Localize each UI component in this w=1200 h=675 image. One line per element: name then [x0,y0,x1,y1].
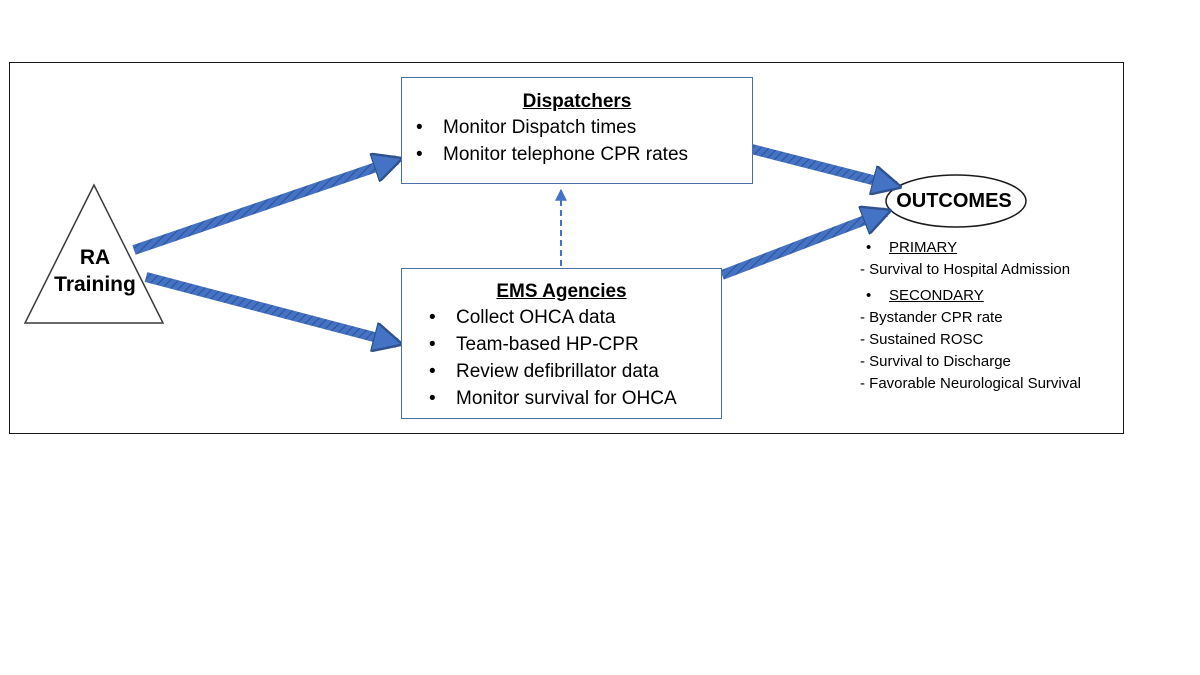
list-item: Review defibrillator data [429,358,721,385]
arrow-ra-to-dispatchers [132,160,397,255]
list-item: Collect OHCA data [429,304,721,331]
dispatchers-box: Dispatchers Monitor Dispatch times Monit… [401,77,753,184]
list-item: Team-based HP-CPR [429,331,721,358]
outcomes-ellipse [885,174,1027,228]
ra-training-line1: RA [79,246,111,269]
primary-heading: PRIMARY [860,237,1081,259]
arrow-dispatchers-to-outcomes [726,138,896,186]
outcomes-list: PRIMARY - Survival to Hospital Admission… [860,237,1081,395]
list-item: - Bystander CPR rate [860,309,1003,326]
ems-agencies-box: EMS Agencies Collect OHCA data Team-base… [401,268,722,419]
ems-agencies-title: EMS Agencies [496,281,627,302]
secondary-heading: SECONDARY [860,285,1081,307]
dispatchers-list: Monitor Dispatch times Monitor telephone… [416,114,752,168]
arrow-ra-to-ems [144,272,397,343]
list-item: Monitor Dispatch times [416,114,752,141]
ra-training-line2: Training [54,273,136,296]
list-item: - Favorable Neurological Survival [860,375,1081,392]
dispatchers-title: Dispatchers [522,91,632,112]
list-item: Monitor survival for OHCA [429,385,721,412]
outcomes-title: OUTCOMES [896,190,1012,212]
ra-training-triangle [23,183,165,324]
list-item: - Survival to Discharge [860,353,1011,370]
secondary-label: SECONDARY [889,287,984,304]
list-item: Monitor telephone CPR rates [416,141,752,168]
primary-label: PRIMARY [889,239,958,256]
ems-agencies-list: Collect OHCA data Team-based HP-CPR Revi… [429,304,721,412]
list-item: - Sustained ROSC [860,331,984,348]
ra-training-label: RA Training [40,244,150,298]
diagram-frame [9,62,1124,434]
arrow-ems-to-outcomes [720,212,886,280]
list-item: - Survival to Hospital Admission [860,261,1071,278]
